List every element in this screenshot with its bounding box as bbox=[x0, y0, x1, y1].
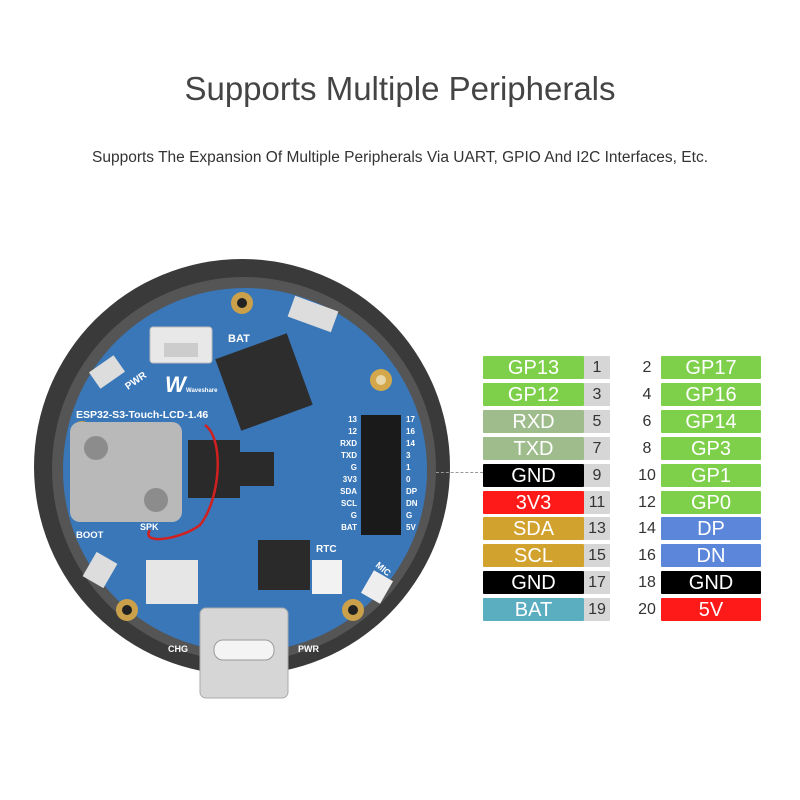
pin-number-left: 13 bbox=[584, 517, 610, 541]
pin-label-right: GP17 bbox=[661, 356, 761, 379]
imu-chip bbox=[240, 452, 274, 486]
pin-number-right: 20 bbox=[638, 601, 656, 619]
pin-number-right: 18 bbox=[638, 574, 656, 592]
svg-text:5V: 5V bbox=[406, 523, 416, 532]
pin-label-right: GP1 bbox=[661, 463, 761, 487]
pin-label-left: SDA bbox=[483, 517, 584, 541]
pin-label-right: GP14 bbox=[661, 409, 761, 433]
pin-number-left: 5 bbox=[584, 409, 610, 433]
svg-text:16: 16 bbox=[406, 427, 415, 436]
pin-label-left: 3V3 bbox=[483, 490, 584, 514]
svg-text:13: 13 bbox=[348, 415, 357, 424]
svg-text:DN: DN bbox=[406, 499, 418, 508]
pin-header bbox=[361, 415, 401, 535]
chg-label: CHG bbox=[168, 644, 188, 654]
header-left-labels: 13 12 RXD TXD G 3V3 SDA SCL G BAT bbox=[340, 415, 357, 532]
pin-label-left: TXD bbox=[483, 436, 584, 460]
svg-text:G: G bbox=[351, 463, 357, 472]
pin-label-right: GP3 bbox=[661, 436, 761, 460]
header-right-labels: 17 16 14 3 1 0 DP DN G 5V bbox=[406, 415, 418, 532]
pin-label-right: 5V bbox=[661, 598, 761, 622]
svg-text:RXD: RXD bbox=[340, 439, 357, 448]
pin-label-left: GND bbox=[483, 463, 584, 487]
leader-line bbox=[436, 472, 483, 473]
model-label: ESP32-S3-Touch-LCD-1.46 bbox=[76, 409, 208, 421]
pin-number-left: 11 bbox=[584, 490, 610, 514]
svg-text:14: 14 bbox=[406, 439, 415, 448]
pin-number-right: 4 bbox=[642, 385, 652, 403]
svg-text:SDA: SDA bbox=[340, 487, 357, 496]
pwr-led-label: PWR bbox=[298, 644, 319, 654]
pin-number-right: 16 bbox=[638, 547, 656, 565]
pin-label-left: GND bbox=[483, 571, 584, 595]
bat-label: BAT bbox=[228, 333, 250, 345]
pin-label-left: RXD bbox=[483, 409, 584, 433]
svg-text:G: G bbox=[406, 511, 412, 520]
pin-label-right: GP0 bbox=[661, 490, 761, 514]
svg-text:3: 3 bbox=[406, 451, 411, 460]
svg-text:0: 0 bbox=[406, 475, 411, 484]
svg-text:1: 1 bbox=[406, 463, 411, 472]
pin-number-left: 19 bbox=[584, 598, 610, 622]
pin-number-right: 10 bbox=[638, 466, 656, 484]
pin-number-right: 12 bbox=[638, 493, 656, 511]
pin-number-left: 7 bbox=[584, 436, 610, 460]
svg-text:BAT: BAT bbox=[341, 523, 357, 532]
pin-number-right: 6 bbox=[642, 412, 652, 430]
rtc-chip bbox=[312, 560, 342, 594]
spk-label: SPK bbox=[140, 522, 159, 532]
speaker-connector bbox=[146, 560, 198, 604]
pin-label-left: GP12 bbox=[483, 382, 584, 406]
microphone bbox=[360, 570, 394, 604]
svg-text:12: 12 bbox=[348, 427, 357, 436]
pin-number-left: 9 bbox=[584, 463, 610, 487]
svg-text:TXD: TXD bbox=[341, 451, 357, 460]
speaker-wire bbox=[147, 424, 219, 541]
pin-number-right: 8 bbox=[642, 439, 652, 457]
pin-number-left: 15 bbox=[584, 544, 610, 568]
svg-text:SCL: SCL bbox=[341, 499, 357, 508]
svg-text:3V3: 3V3 bbox=[343, 475, 358, 484]
page-subtitle: Supports The Expansion Of Multiple Perip… bbox=[92, 149, 708, 166]
pin-label-right: DN bbox=[661, 544, 761, 568]
page-title: Supports Multiple Peripherals bbox=[184, 70, 616, 107]
pin-number-left: 1 bbox=[584, 356, 610, 379]
svg-text:17: 17 bbox=[406, 415, 415, 424]
pin-number-right: 14 bbox=[638, 520, 656, 538]
pin-number-right: 2 bbox=[642, 359, 652, 376]
pin-label-left: BAT bbox=[483, 598, 584, 622]
pin-label-left: SCL bbox=[483, 544, 584, 568]
boot-label: BOOT bbox=[76, 530, 104, 541]
brand-label: Waveshare bbox=[186, 388, 218, 394]
antenna bbox=[287, 295, 339, 333]
pin-number-left: 17 bbox=[584, 571, 610, 595]
svg-text:G: G bbox=[351, 511, 357, 520]
svg-text:DP: DP bbox=[406, 487, 418, 496]
rtc-label: RTC bbox=[316, 544, 337, 555]
mcu-chip bbox=[215, 333, 313, 431]
pin-label-right: GP16 bbox=[661, 382, 761, 406]
pin-label-left: GP13 bbox=[483, 356, 584, 379]
pin-label-right: DP bbox=[661, 517, 761, 541]
waveshare-logo: W bbox=[165, 372, 188, 397]
pin-number-left: 3 bbox=[584, 382, 610, 406]
boot-button bbox=[82, 551, 118, 589]
memory-chip bbox=[188, 440, 240, 498]
audio-codec bbox=[258, 540, 310, 590]
pin-label-right: GND bbox=[661, 571, 761, 595]
pwr-button bbox=[88, 355, 126, 389]
